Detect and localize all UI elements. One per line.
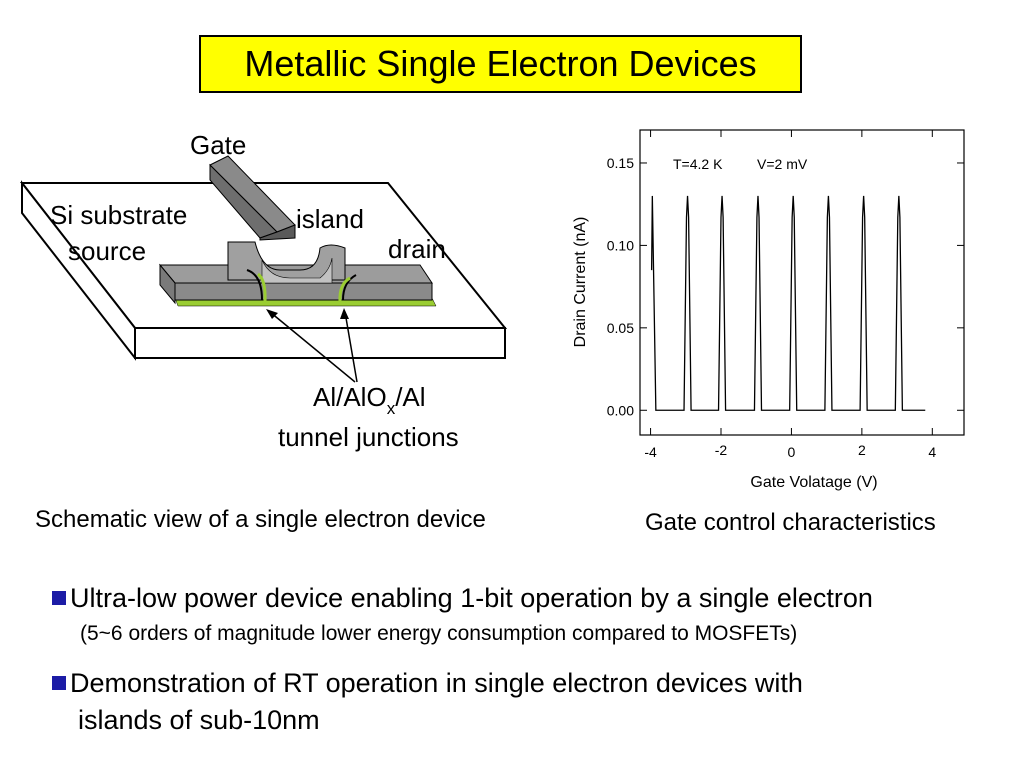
chart-caption: Gate control characteristics <box>645 509 936 536</box>
island-bump <box>227 241 346 281</box>
y-tick-label: 0.05 <box>607 320 634 336</box>
annotation-temperature: T=4.2 K <box>673 156 723 172</box>
junction-label-line1: Al/AlOx/Al <box>313 382 426 418</box>
arrowhead-left <box>266 309 278 319</box>
x-tick-label: -2 <box>715 442 728 458</box>
island-bump-shade <box>261 257 333 284</box>
bullet-1-subtext: (5~6 orders of magnitude lower energy co… <box>80 622 798 645</box>
y-tick-label: 0.15 <box>607 155 634 171</box>
metal-left-face <box>159 263 176 305</box>
gate-label: Gate <box>190 130 246 160</box>
bullet-1: Ultra-low power device enabling 1-bit op… <box>52 583 873 614</box>
bullet-square-icon <box>52 591 66 605</box>
arrowhead-right <box>340 308 349 319</box>
left-oxide-curve <box>256 272 267 303</box>
arrow-right-junction <box>344 311 358 383</box>
schematic-caption: Schematic view of a single electron devi… <box>35 506 486 533</box>
substrate-label: Si substrate <box>50 200 187 230</box>
bullet-2-text: Demonstration of RT operation in single … <box>70 668 803 698</box>
y-tick-label: 0.10 <box>607 237 634 253</box>
gate-characteristics-chart: 0.00 0.05 0.10 0.15 -4 -2 0 2 4 T=4.2 K V=2 mV G… <box>572 129 965 491</box>
y-axis-label: Drain Current (nA) <box>572 217 589 348</box>
x-axis-label: Gate Volatage (V) <box>750 474 877 491</box>
annotation-voltage: V=2 mV <box>757 156 808 172</box>
right-junction <box>342 274 357 301</box>
island-label: island <box>296 204 364 234</box>
slide-title: Metallic Single Electron Devices <box>244 43 757 84</box>
x-tick-label: 4 <box>928 444 936 460</box>
x-tick-label: 2 <box>858 442 866 458</box>
junction-label-line2: tunnel junctions <box>278 422 459 452</box>
bullet-2-subtext: islands of sub-10nm <box>78 705 320 735</box>
drain-label: drain <box>388 234 446 264</box>
bullet-2: Demonstration of RT operation in single … <box>52 668 803 699</box>
metal-front-face <box>174 282 433 301</box>
arrow-left-junction <box>269 311 356 383</box>
x-tick-label: 0 <box>788 444 796 460</box>
device-schematic: Gate Si substrate source island drain Al… <box>19 130 508 452</box>
bullet-square-icon <box>52 676 66 690</box>
bullet-1-text: Ultra-low power device enabling 1-bit op… <box>70 583 873 613</box>
title-box: Metallic Single Electron Devices <box>199 35 802 93</box>
y-tick-label: 0.00 <box>607 402 634 418</box>
plot-frame <box>639 129 965 436</box>
drain-current-trace <box>650 195 926 411</box>
gate-end <box>259 224 296 241</box>
right-oxide-curve <box>338 276 351 303</box>
x-tick-label: -4 <box>644 444 657 460</box>
left-junction <box>246 269 263 301</box>
source-label: source <box>68 236 146 266</box>
